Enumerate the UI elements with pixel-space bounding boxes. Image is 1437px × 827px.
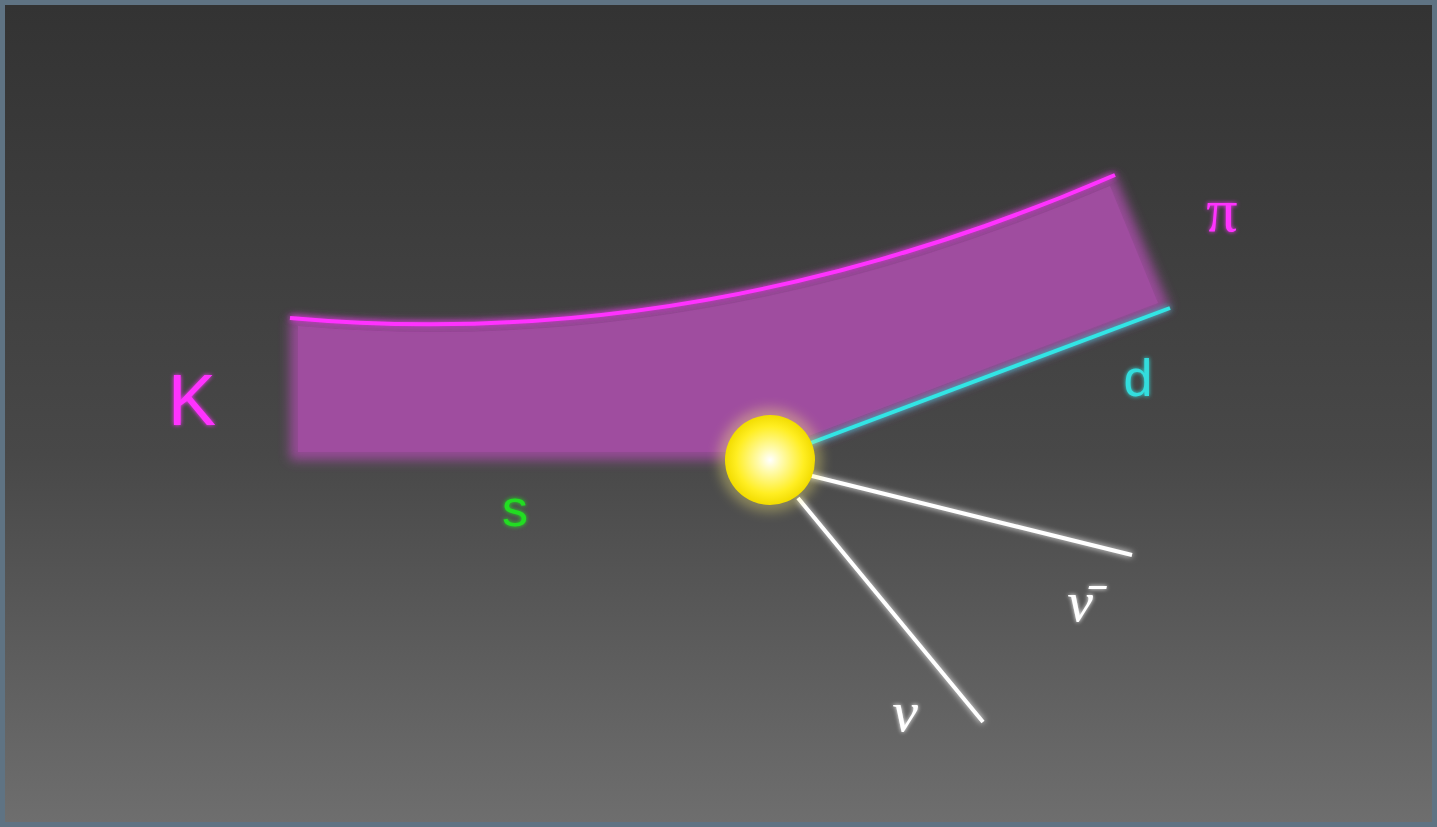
antineutrino-line [808,475,1132,555]
antineutrino-label: ν̄ [1067,573,1093,631]
vertex-glow [718,408,822,512]
down-quark-line [800,308,1170,447]
interaction-vertex [725,415,815,505]
label-holder: ν [892,683,918,741]
kaon-quark-line [290,175,1115,324]
pion-band-core [298,186,1158,452]
kaon-label: K [168,364,216,436]
strange-quark-line [290,458,770,462]
background [5,5,1432,822]
label-holder: K [168,364,216,436]
neutrino-label: ν [892,683,918,741]
neutrino-line [798,498,983,722]
label-holder: π [1206,179,1237,241]
pion-label: π [1206,179,1237,241]
label-holder: s [502,482,528,534]
label-holder: d [1124,352,1153,404]
label-holder: ν̄ [1067,573,1093,631]
down-quark-label: d [1124,352,1153,404]
pion-band [290,175,1170,460]
strange-quark-label: s [502,482,528,534]
